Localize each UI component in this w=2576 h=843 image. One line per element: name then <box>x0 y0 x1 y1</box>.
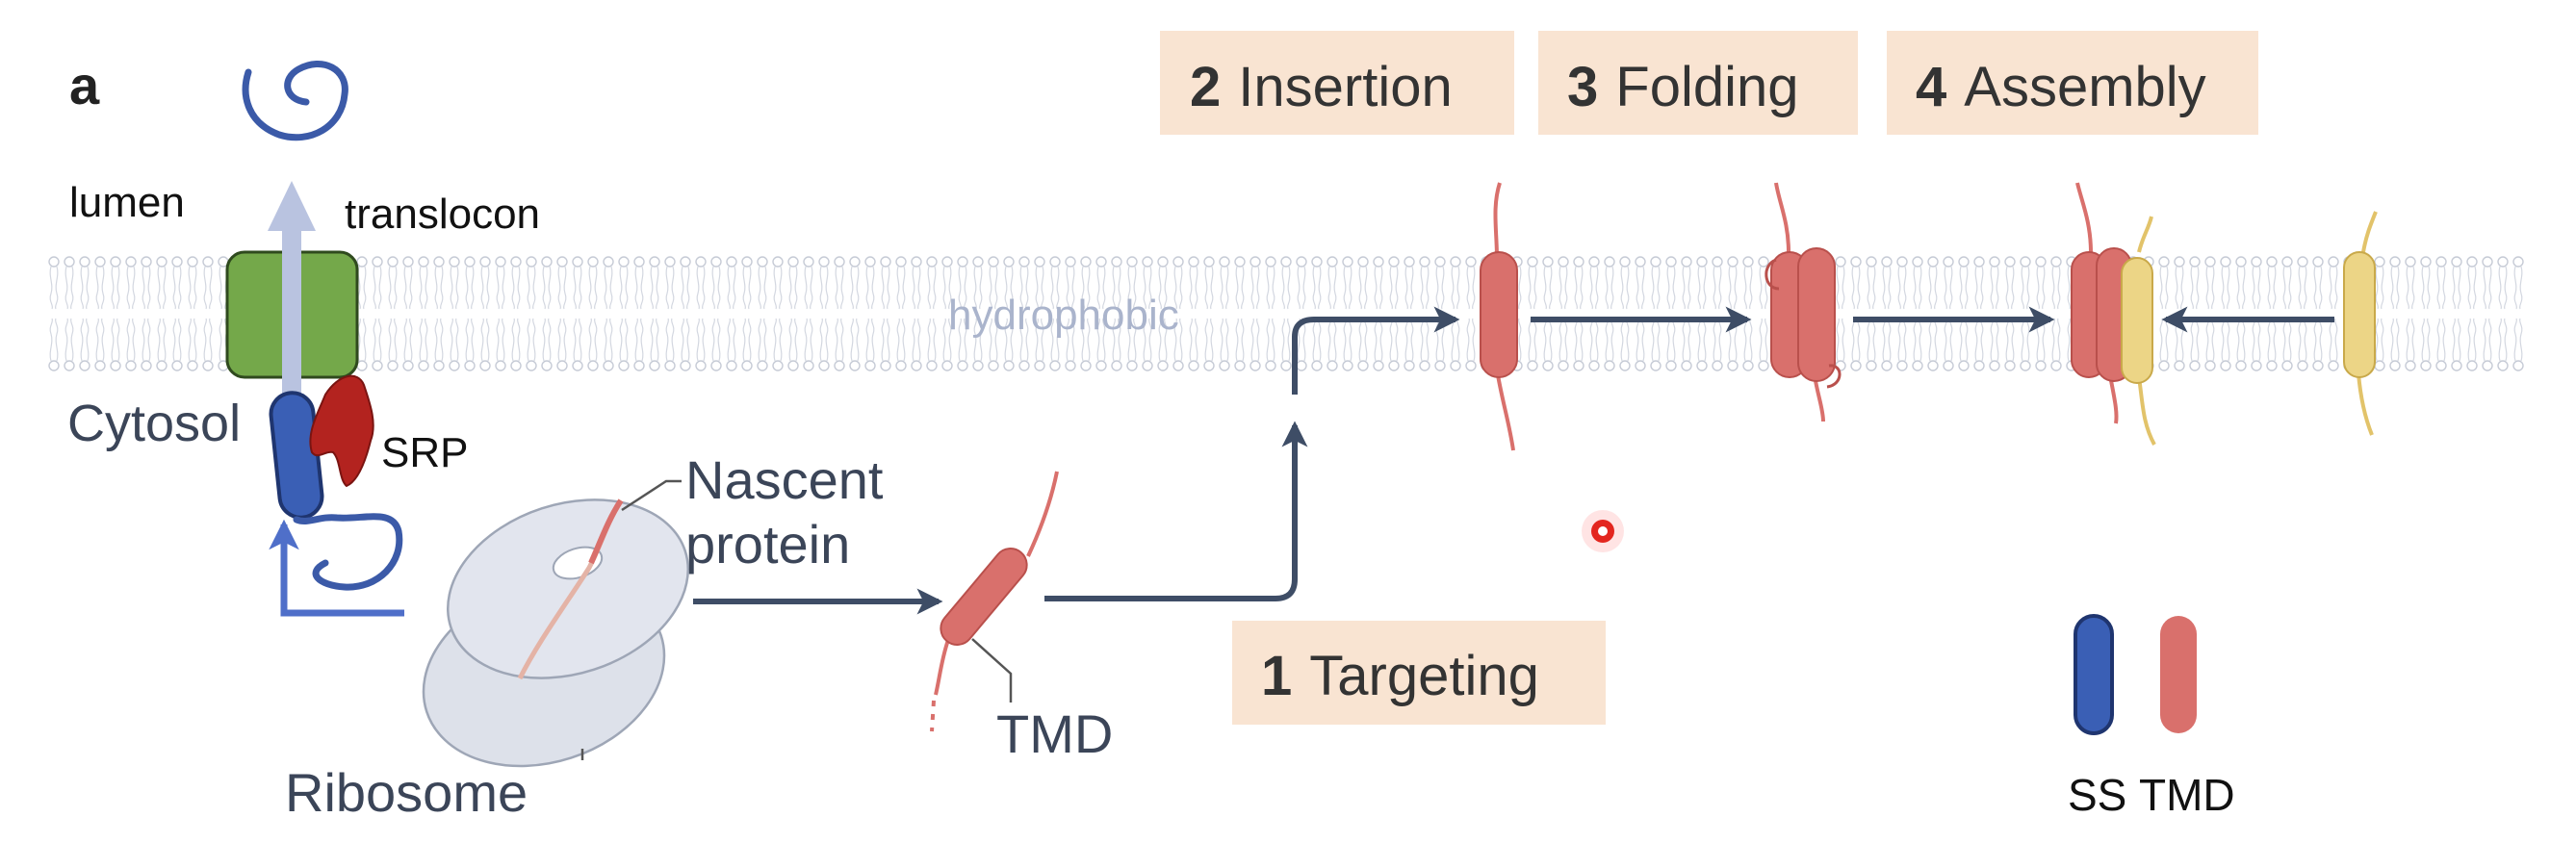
legend-tmd-label: TMD <box>2139 770 2235 820</box>
cytosol-label: Cytosol <box>67 395 241 452</box>
nascent-leader <box>621 479 682 512</box>
nascent-label-line2: protein <box>685 514 850 575</box>
inserted-tmd <box>1480 182 1518 451</box>
step-label: Folding <box>1615 56 1798 118</box>
step-number: 4 <box>1916 56 1946 118</box>
step-box-folding: 3 Folding <box>1538 31 1858 135</box>
step-label: Insertion <box>1238 56 1452 118</box>
step-number: 2 <box>1190 56 1221 118</box>
membrane <box>48 255 2528 372</box>
nascent-chain-exit <box>588 498 624 565</box>
nascent-label-line1: Nascent <box>685 449 884 510</box>
translocon-label: translocon <box>345 191 540 238</box>
folded-protein-lumen <box>242 61 348 141</box>
legend-ss-swatch <box>2074 614 2114 735</box>
ribosome-label: Ribosome <box>285 762 528 823</box>
srp-label: SRP <box>381 429 468 476</box>
srp-particle <box>309 374 374 488</box>
tmd-leader <box>971 638 1013 702</box>
free-tmd <box>930 471 1059 732</box>
panel-label: a <box>69 55 100 115</box>
step-label: Targeting <box>1309 645 1539 707</box>
step-number: 1 <box>1261 645 1292 707</box>
step-box-targeting: 1 Targeting <box>1232 621 1606 725</box>
legend-ss-label: SS <box>2068 770 2126 820</box>
step-box-assembly: 4 Assembly <box>1887 31 2258 135</box>
step-label: Assembly <box>1964 56 2205 118</box>
lumen-label: lumen <box>69 179 185 226</box>
legend: SS TMD <box>2068 614 2235 820</box>
step-box-insertion: 2 Insertion <box>1160 31 1514 135</box>
targeting-arrow <box>1044 421 1308 601</box>
ribosome <box>422 498 689 768</box>
step-number: 3 <box>1567 56 1598 118</box>
insertion-arrow <box>1292 306 1460 395</box>
tmd-label: TMD <box>996 703 1113 764</box>
translocation-arrow <box>268 181 316 423</box>
legend-tmd-swatch <box>2160 616 2197 733</box>
folded-tmd-bundle <box>1765 182 1842 422</box>
assembled-complex <box>2071 182 2156 446</box>
cursor-marker <box>1582 510 1624 552</box>
nascent-chain-loop <box>293 513 403 591</box>
targeting-arrow-blue <box>269 519 404 617</box>
hydrophobic-label: hydrophobic <box>948 292 1179 339</box>
partner-tmd <box>2343 211 2378 436</box>
